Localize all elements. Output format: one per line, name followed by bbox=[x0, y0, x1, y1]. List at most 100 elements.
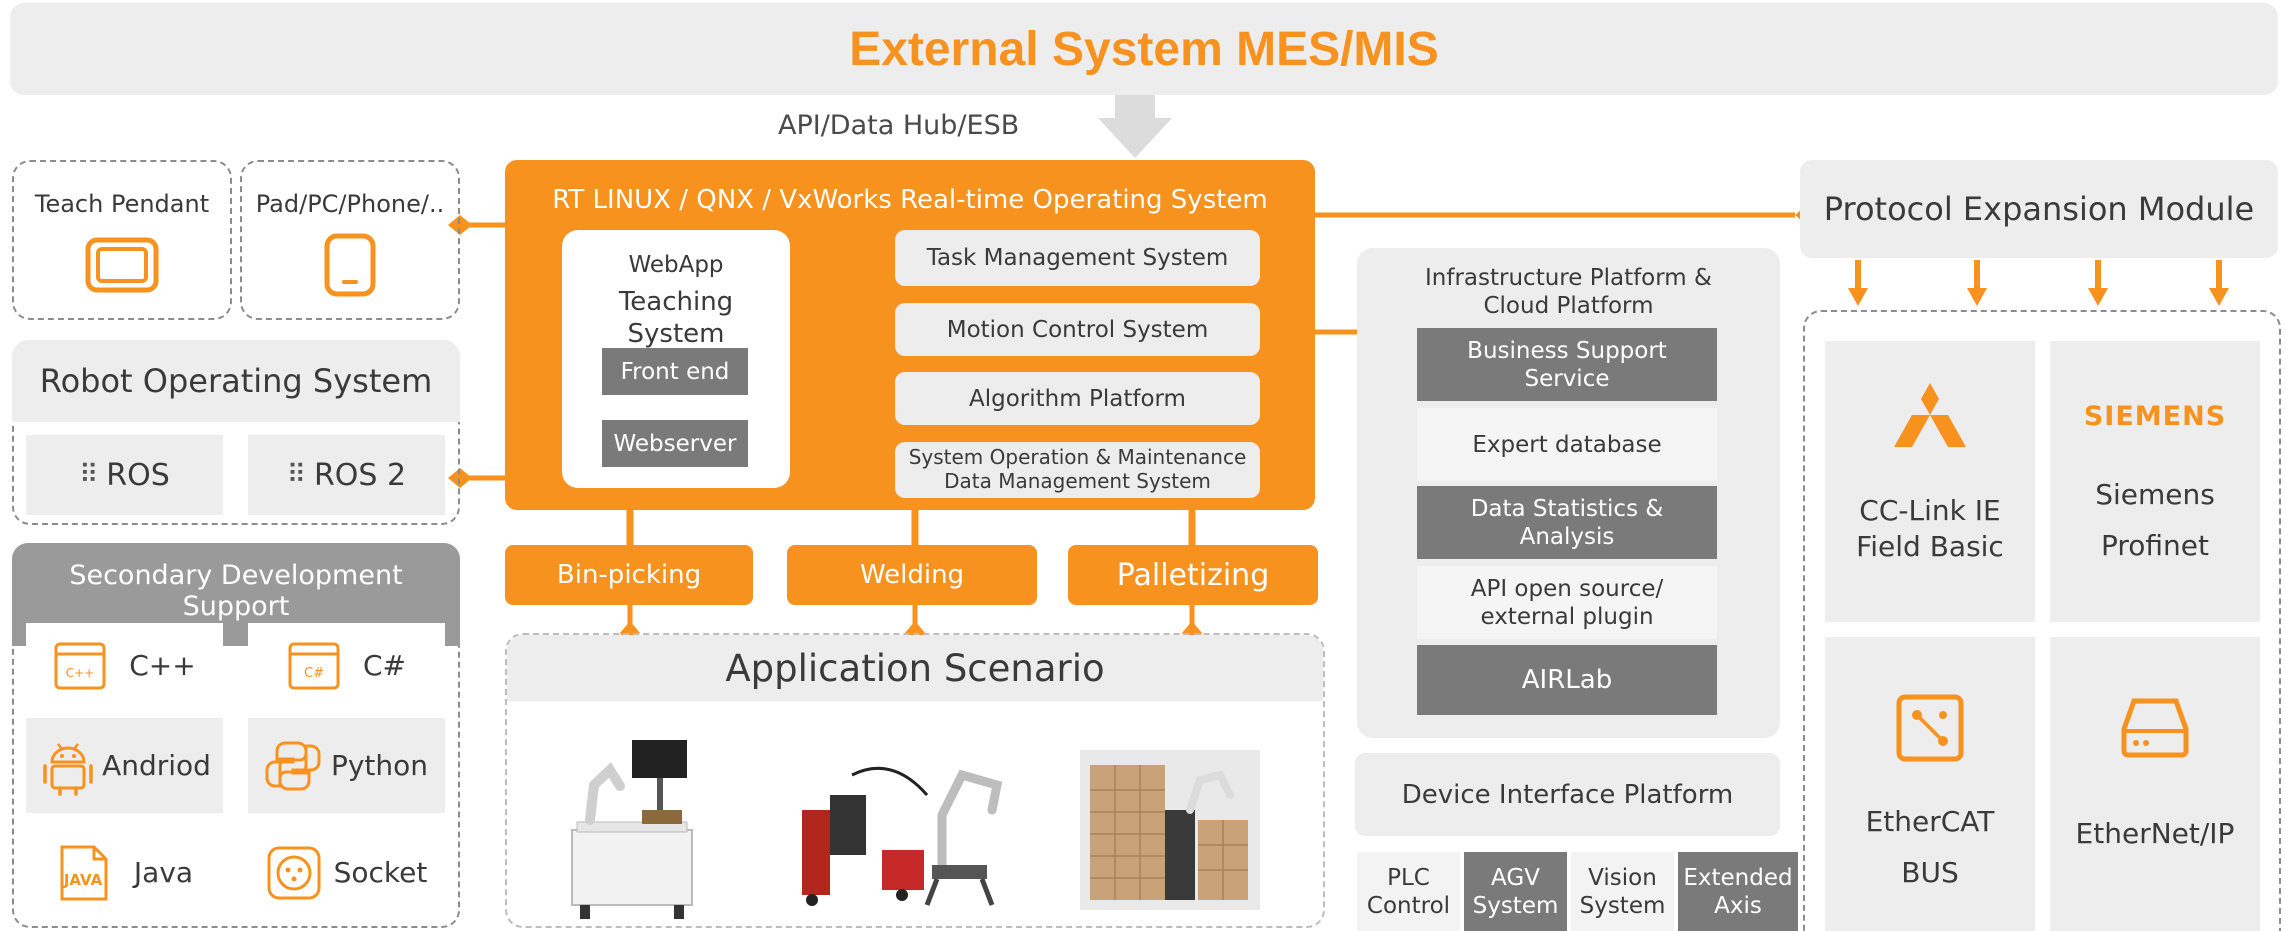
hard-drive-icon bbox=[2121, 698, 2189, 758]
ops-mgmt-line1: System Operation & Maintenance bbox=[908, 445, 1247, 469]
protocol-list-box: CC-Link IE Field Basic SIEMENS Siemens P… bbox=[1803, 310, 2281, 931]
cclink-item[interactable]: CC-Link IE Field Basic bbox=[1825, 341, 2035, 622]
palletizing-label: Palletizing bbox=[1116, 557, 1270, 593]
motion-ctrl-box[interactable]: Motion Control System bbox=[895, 303, 1260, 356]
webserver-box[interactable]: Webserver bbox=[602, 420, 748, 467]
lang-socket-item[interactable]: Socket bbox=[248, 825, 445, 920]
secondary-dev-title: Secondary Development Support bbox=[69, 559, 403, 622]
airlab-label: AIRLab bbox=[1521, 665, 1613, 695]
svg-text:C++: C++ bbox=[66, 666, 95, 680]
business-support-line2: Service bbox=[1524, 366, 1610, 392]
siemens-item[interactable]: SIEMENS Siemens Profinet bbox=[2050, 341, 2260, 622]
ops-mgmt-box[interactable]: System Operation & Maintenance Data Mana… bbox=[895, 442, 1260, 498]
algorithm-box[interactable]: Algorithm Platform bbox=[895, 372, 1260, 425]
data-statistics-box[interactable]: Data Statistics & Analysis bbox=[1417, 486, 1717, 559]
axis-label-2: Axis bbox=[1714, 893, 1762, 919]
siemens-label-1: Siemens bbox=[2095, 478, 2215, 511]
mes-title-bar: External System MES/MIS bbox=[10, 3, 2278, 95]
vision-label-1: Vision bbox=[1588, 865, 1657, 891]
teaching-system-panel[interactable]: WebApp Teaching System Front end Webserv… bbox=[562, 230, 790, 488]
lang-csharp-item[interactable]: C# C# bbox=[248, 623, 445, 708]
api-hub-label: API/Data Hub/ESB bbox=[778, 110, 1020, 141]
lang-cpp-label: C++ bbox=[129, 649, 196, 682]
expert-database-label: Expert database bbox=[1472, 431, 1662, 458]
motion-ctrl-label: Motion Control System bbox=[946, 316, 1209, 343]
scenario-title: Application Scenario bbox=[725, 646, 1105, 690]
ethercat-item[interactable]: EtherCAT BUS bbox=[1825, 637, 2035, 931]
cclink-label-2: Field Basic bbox=[1856, 530, 2004, 563]
bin-picking-button[interactable]: Bin-picking bbox=[505, 545, 753, 605]
ros2-label: ROS 2 bbox=[313, 457, 407, 493]
vision-system-item[interactable]: Vision System bbox=[1571, 852, 1674, 931]
cpp-file-icon: C++ bbox=[54, 642, 106, 689]
lang-python-label: Python bbox=[330, 749, 429, 782]
plc-control-item[interactable]: PLC Control bbox=[1357, 852, 1460, 931]
welding-label: Welding bbox=[859, 560, 965, 590]
plc-label-1: PLC bbox=[1387, 865, 1430, 891]
infra-title-line2: Cloud Platform bbox=[1483, 293, 1654, 319]
protocol-expansion-panel: Protocol Expansion Module bbox=[1800, 160, 2278, 258]
bin-picking-label: Bin-picking bbox=[556, 560, 702, 590]
cclink-label-1: CC-Link IE bbox=[1859, 494, 2001, 527]
svg-text:JAVA: JAVA bbox=[63, 871, 103, 889]
ros-item[interactable]: ⠿ ROS bbox=[26, 435, 223, 515]
grid-dots-icon: ⠿ bbox=[79, 460, 99, 490]
agv-label-1: AGV bbox=[1491, 865, 1540, 891]
phone-icon bbox=[324, 233, 376, 297]
pad-pc-phone-label: Pad/PC/Phone/.. bbox=[255, 190, 445, 218]
socket-icon bbox=[267, 846, 321, 899]
device-interface-panel: Device Interface Platform bbox=[1355, 753, 1780, 836]
lang-android-label: Andriod bbox=[102, 749, 211, 782]
algorithm-label: Algorithm Platform bbox=[969, 385, 1186, 412]
protocol-expansion-title: Protocol Expansion Module bbox=[1823, 190, 2255, 228]
pad-pc-phone-box[interactable]: Pad/PC/Phone/.. bbox=[240, 160, 460, 320]
lang-python-item[interactable]: Python bbox=[248, 718, 445, 813]
ethernetip-item[interactable]: EtherNet/IP bbox=[2050, 637, 2260, 931]
ros2-item[interactable]: ⠿ ROS 2 bbox=[248, 435, 445, 515]
airlab-box[interactable]: AIRLab bbox=[1417, 645, 1717, 715]
webserver-label: Webserver bbox=[613, 430, 737, 457]
lang-cpp-item[interactable]: C++ C++ bbox=[26, 623, 223, 708]
lang-android-item[interactable]: Andriod bbox=[26, 718, 223, 813]
robot-os-title: Robot Operating System bbox=[39, 362, 433, 400]
business-support-box[interactable]: Business Support Service bbox=[1417, 328, 1717, 401]
rtos-title: RT LINUX / QNX / VxWorks Real-time Opera… bbox=[552, 185, 1268, 215]
api-plugin-box[interactable]: API open source/ external plugin bbox=[1417, 566, 1717, 639]
application-scenario-box: Application Scenario bbox=[505, 633, 1325, 928]
secondary-dev-box: Secondary Development Support C++ C++ C#… bbox=[12, 543, 460, 928]
business-support-line1: Business Support bbox=[1467, 338, 1667, 364]
welding-robot-image bbox=[802, 766, 1003, 906]
front-end-label: Front end bbox=[620, 358, 730, 385]
welding-button[interactable]: Welding bbox=[787, 545, 1037, 605]
java-icon: JAVA bbox=[60, 845, 108, 900]
lang-csharp-label: C# bbox=[362, 649, 406, 682]
extended-axis-item[interactable]: Extended Axis bbox=[1678, 852, 1798, 931]
task-mgmt-box[interactable]: Task Management System bbox=[895, 230, 1260, 286]
lang-java-item[interactable]: JAVA Java bbox=[26, 825, 223, 920]
hub-arrow-icon bbox=[1098, 95, 1172, 158]
expert-database-box[interactable]: Expert database bbox=[1417, 408, 1717, 481]
agv-label-2: System bbox=[1472, 893, 1559, 919]
device-items-row: PLC Control AGV System Vision System Ext… bbox=[1357, 852, 1802, 931]
front-end-box[interactable]: Front end bbox=[602, 348, 748, 395]
page-title: External System MES/MIS bbox=[849, 22, 1439, 76]
teach-pendant-box[interactable]: Teach Pendant bbox=[12, 160, 232, 320]
siemens-logo: SIEMENS bbox=[2083, 401, 2227, 432]
api-plugin-line2: external plugin bbox=[1480, 604, 1654, 630]
secondary-dev-title-panel: Secondary Development Support bbox=[12, 543, 460, 646]
webapp-label: WebApp bbox=[628, 252, 724, 278]
scenario-title-panel: Application Scenario bbox=[507, 635, 1323, 701]
siemens-label-2: Profinet bbox=[2100, 529, 2209, 562]
robot-os-box: Robot Operating System ⠿ ROS ⠿ ROS 2 bbox=[12, 340, 460, 525]
teach-pendant-label: Teach Pendant bbox=[34, 190, 210, 218]
ops-mgmt-line2: Data Management System bbox=[944, 469, 1211, 493]
android-icon bbox=[43, 742, 93, 796]
palletizing-button[interactable]: Palletizing bbox=[1068, 545, 1318, 605]
device-interface-title: Device Interface Platform bbox=[1401, 779, 1734, 810]
network-node-icon bbox=[1896, 694, 1964, 762]
ethercat-label-2: BUS bbox=[1901, 856, 1959, 889]
robot-os-title-panel: Robot Operating System bbox=[12, 340, 460, 422]
data-statistics-line1: Data Statistics & bbox=[1470, 496, 1664, 522]
agv-system-item[interactable]: AGV System bbox=[1464, 852, 1567, 931]
grid-dots-icon: ⠿ bbox=[286, 460, 306, 490]
